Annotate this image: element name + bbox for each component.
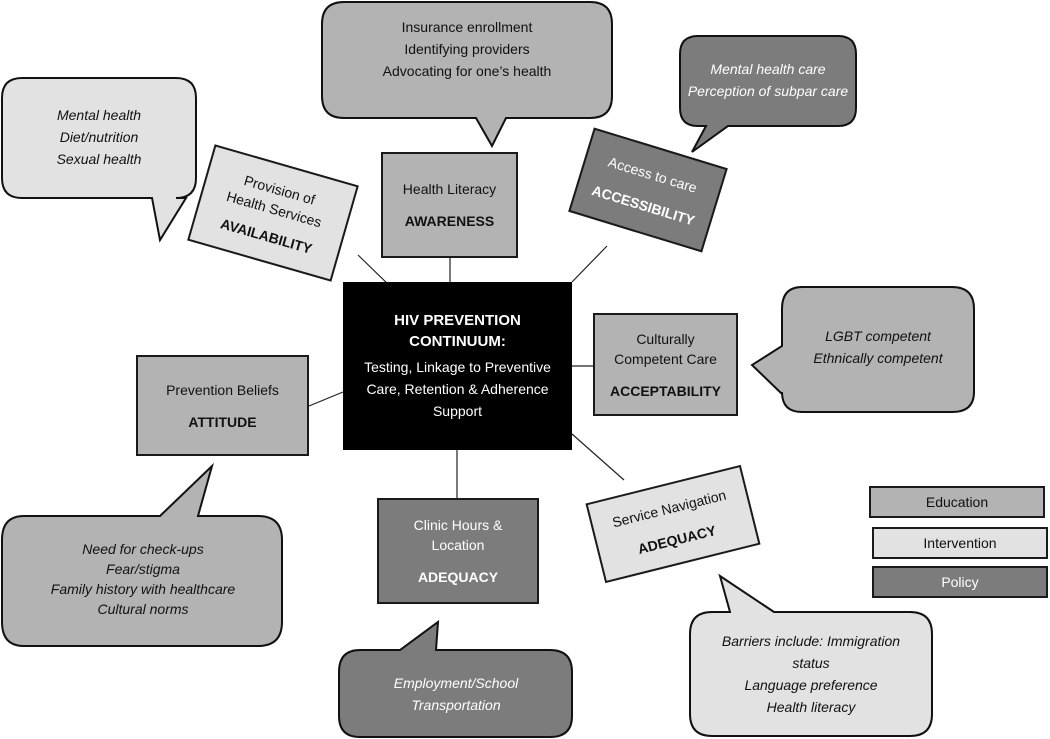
node-keyword: ATTITUDE	[188, 413, 257, 430]
bubble-attitude-shape	[1, 462, 283, 647]
bubble-availability-shape	[1, 77, 197, 243]
bubble-awareness-shape	[321, 1, 613, 149]
bubble-accessibility: Mental health care Perception of subpar …	[684, 44, 852, 116]
node-label: Location	[431, 537, 485, 553]
bubble-acceptability: LGBT competent Ethnically competent	[786, 300, 970, 394]
bubble-line: Language preference	[744, 677, 878, 693]
bubble-line: Family history with healthcare	[50, 581, 236, 597]
bubble-navigation: Barriers include: Immigration status Lan…	[694, 618, 928, 730]
center-title: CONTINUUM:	[409, 333, 506, 350]
legend-label: Intervention	[923, 535, 997, 551]
bubble-line: status	[792, 655, 830, 671]
bubble-line: Identifying providers	[404, 41, 530, 57]
bubble-line: Mental health care	[710, 61, 826, 77]
bubble-awareness: Insurance enrollment Identifying provide…	[326, 6, 608, 92]
node-label: Clinic Hours &	[413, 517, 503, 533]
bubble-line: Transportation	[411, 697, 501, 713]
center-subtitle: Testing, Linkage to Preventive	[364, 359, 551, 375]
center-node: HIV PREVENTION CONTINUUM: Testing, Linka…	[343, 282, 572, 450]
center-title: HIV PREVENTION	[394, 312, 521, 329]
bubble-clinic: Employment/School Transportation	[344, 660, 568, 728]
legend-intervention: Intervention	[872, 527, 1048, 559]
bubble-line: Ethnically competent	[813, 350, 943, 366]
legend-policy: Policy	[872, 566, 1048, 598]
center-subtitle: Support	[432, 403, 483, 419]
node-awareness: Health Literacy AWARENESS	[381, 152, 518, 258]
bubble-line: Insurance enrollment	[401, 19, 533, 35]
node-clinic-hours: Clinic Hours & Location ADEQUACY	[377, 498, 539, 604]
node-keyword: ACCEPTABILITY	[610, 382, 721, 399]
node-label: Culturally	[636, 330, 695, 347]
connector-navigation	[571, 433, 625, 481]
connector-attitude	[308, 391, 344, 407]
legend-label: Policy	[941, 574, 979, 590]
bubble-line: Barriers include: Immigration	[721, 633, 901, 649]
center-subtitle: Care, Retention & Adherence	[366, 381, 549, 397]
bubble-acceptability-shape	[750, 286, 975, 413]
node-keyword: ADEQUACY	[636, 522, 718, 557]
bubble-line: Mental health	[56, 107, 142, 123]
node-label: Competent Care	[614, 350, 717, 367]
node-keyword: ADEQUACY	[417, 569, 499, 585]
bubble-line: Need for check-ups	[82, 541, 204, 557]
bubble-line: Diet/nutrition	[59, 129, 139, 145]
bubble-line: Sexual health	[56, 151, 142, 167]
connector-accessibility	[571, 245, 608, 283]
bubble-availability: Mental health Diet/nutrition Sexual heal…	[6, 84, 192, 190]
bubble-line: Advocating for one’s health	[382, 63, 552, 79]
node-keyword: AWARENESS	[404, 213, 495, 229]
node-acceptability: Culturally Competent Care ACCEPTABILITY	[593, 313, 738, 416]
node-attitude: Prevention Beliefs ATTITUDE	[136, 355, 309, 456]
legend-education: Education	[869, 486, 1045, 518]
bubble-attitude: Need for check-ups Fear/stigma Family hi…	[8, 524, 278, 634]
bubble-clinic-shape	[338, 619, 573, 738]
bubble-line: Cultural norms	[97, 601, 189, 617]
node-label: Health Literacy	[402, 181, 497, 197]
bubble-line: Fear/stigma	[106, 561, 180, 577]
legend-label: Education	[925, 494, 989, 510]
node-label: Prevention Beliefs	[166, 381, 279, 398]
bubble-line: LGBT competent	[825, 328, 931, 344]
bubble-navigation-shape	[689, 573, 933, 737]
bubble-line: Perception of subpar care	[687, 83, 849, 99]
bubble-line: Employment/School	[393, 675, 519, 691]
bubble-accessibility-shape	[679, 35, 857, 153]
bubble-line: Health literacy	[766, 699, 856, 715]
